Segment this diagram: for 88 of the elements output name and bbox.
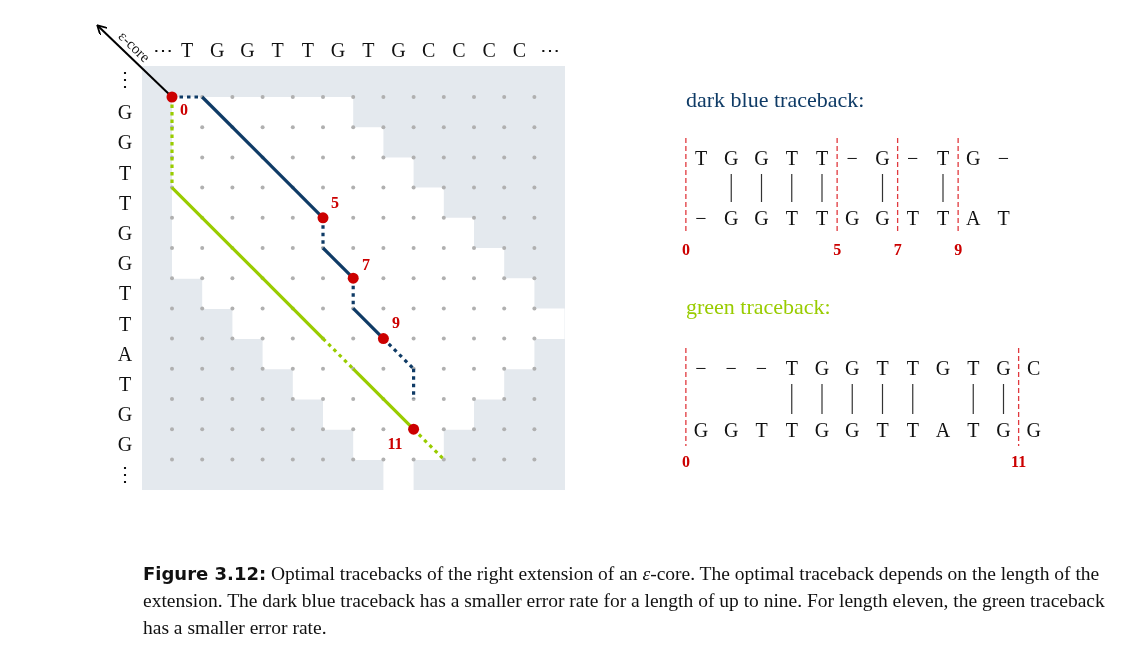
sequence-letter: −: [907, 148, 919, 168]
traceback-title: dark blue traceback:: [686, 89, 865, 111]
ellipsis: ⋮: [115, 69, 135, 89]
position-number: 0: [180, 102, 188, 118]
sequence-letter: G: [845, 208, 860, 228]
sequence-letter: T: [997, 208, 1010, 228]
sequence-letter: T: [967, 358, 980, 378]
ellipsis: ⋯: [153, 40, 173, 60]
sequence-letter: T: [906, 208, 919, 228]
sequence-letter: T: [785, 358, 798, 378]
sequence-letter: T: [118, 283, 132, 304]
sequence-letter: A: [966, 208, 981, 228]
sequence-letter: G: [240, 40, 255, 60]
sequence-letter: T: [755, 420, 768, 440]
sequence-letter: C: [482, 40, 496, 60]
sequence-letter: G: [210, 40, 225, 60]
sequence-letter: T: [815, 208, 829, 228]
sequence-letter: A: [935, 420, 951, 440]
sequence-letter: T: [876, 358, 889, 378]
sequence-letter: G: [391, 40, 406, 60]
sequence-letter: T: [785, 420, 798, 440]
sequence-letter: −: [695, 208, 707, 228]
position-number: 5: [331, 195, 339, 211]
sequence-letter: G: [996, 358, 1011, 378]
sequence-letter: −: [725, 358, 737, 378]
sequence-letter: G: [966, 148, 981, 168]
position-number: 0: [681, 242, 690, 258]
sequence-letter: G: [724, 148, 739, 168]
sequence-letter: G: [875, 208, 890, 228]
sequence-letter: T: [118, 162, 132, 183]
sequence-letter: G: [875, 148, 890, 168]
sequence-letter: T: [906, 358, 919, 378]
sequence-letter: G: [117, 253, 133, 274]
sequence-letter: T: [694, 148, 708, 168]
sequence-letter: T: [936, 208, 950, 228]
sequence-letter: T: [271, 40, 284, 60]
sequence-letter: G: [724, 208, 739, 228]
sequence-letter: −: [997, 148, 1010, 168]
sequence-letter: A: [117, 343, 133, 364]
position-number: 7: [362, 257, 370, 273]
sequence-letter: T: [181, 40, 194, 60]
sequence-letter: C: [1027, 358, 1041, 378]
sequence-letter: T: [301, 40, 314, 60]
sequence-letter: G: [754, 208, 769, 228]
sequence-letter: C: [512, 40, 526, 60]
sequence-letter: −: [755, 358, 768, 378]
sequence-letter: G: [117, 404, 133, 425]
sequence-letter: G: [845, 420, 860, 440]
sequence-letter: −: [695, 358, 707, 378]
position-number: 11: [387, 436, 403, 452]
position-number: 9: [392, 315, 400, 331]
position-number: 9: [954, 242, 963, 258]
sequence-letter: G: [996, 420, 1011, 440]
traceback-title: green traceback:: [686, 296, 831, 318]
sequence-letter: T: [362, 40, 375, 60]
position-number: 0: [681, 454, 690, 470]
figure-caption: Figure 3.12: Optimal tracebacks of the right extension of an ε-core. The optimal traceback depends on the length of the extension. The dark blue traceback has a smaller error rate for a length of up to nine. For length eleven, the green traceback has a smaller error rate.: [143, 562, 1106, 640]
sequence-letter: G: [845, 358, 860, 378]
sequence-letter: G: [754, 148, 769, 168]
sequence-letter: G: [724, 420, 739, 440]
sequence-letter: T: [815, 148, 829, 168]
position-number: 11: [1011, 454, 1027, 470]
sequence-letter: T: [118, 192, 132, 213]
sequence-letter: G: [693, 420, 709, 440]
sequence-letter: G: [330, 40, 346, 60]
ellipsis: ⋯: [540, 40, 560, 60]
sequence-letter: T: [118, 373, 132, 394]
sequence-letter: C: [422, 40, 436, 60]
sequence-letter: G: [1026, 420, 1041, 440]
sequence-letter: T: [936, 148, 950, 168]
sequence-letter: G: [935, 358, 951, 378]
sequence-letter: T: [967, 420, 980, 440]
sequence-letter: T: [906, 420, 919, 440]
sequence-letter: T: [785, 148, 798, 168]
sequence-letter: G: [117, 102, 133, 123]
sequence-letter: T: [118, 313, 132, 334]
position-number: 7: [893, 242, 902, 258]
ellipsis: ⋮: [115, 464, 135, 484]
sequence-letter: G: [814, 358, 830, 378]
sequence-letter: −: [846, 148, 858, 168]
position-number: 5: [833, 242, 842, 258]
sequence-letter: C: [452, 40, 466, 60]
sequence-letter: G: [117, 222, 133, 243]
sequence-letter: T: [876, 420, 889, 440]
sequence-letter: G: [117, 132, 133, 153]
sequence-letter: T: [785, 208, 798, 228]
sequence-letter: G: [814, 420, 830, 440]
sequence-letter: G: [117, 434, 133, 455]
